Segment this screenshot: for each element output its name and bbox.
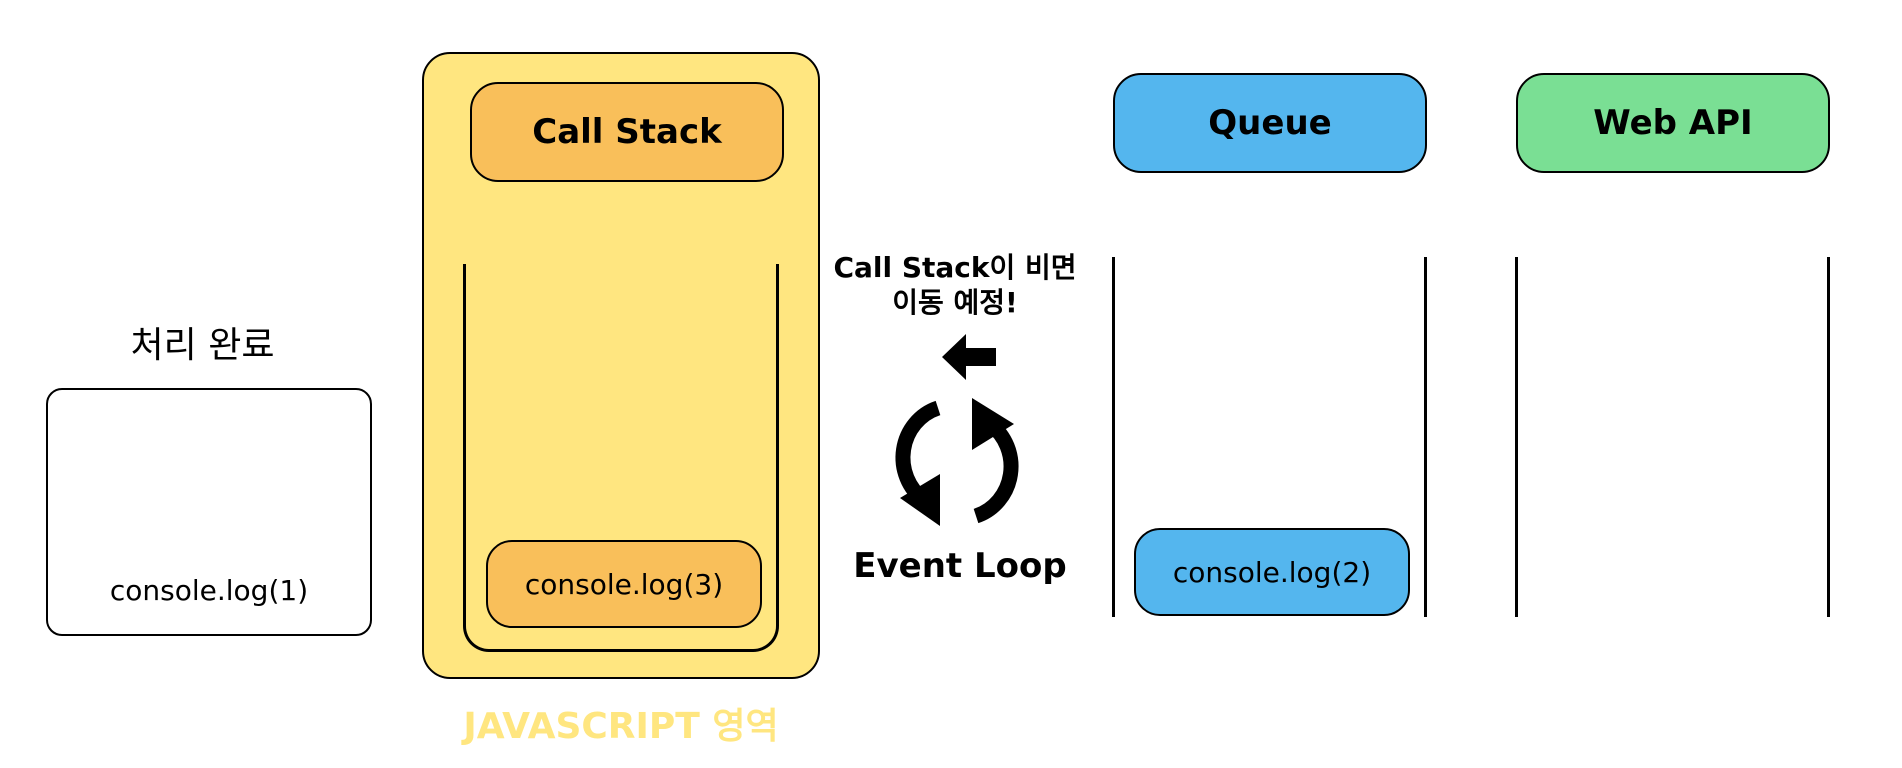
event-loop-label: Event Loop — [853, 546, 1067, 586]
call-stack-container — [463, 264, 779, 652]
arrow-left-icon — [942, 334, 996, 380]
web-api-left-boundary — [1515, 257, 1518, 617]
event-loop-cycle-icon — [895, 398, 1019, 526]
web-api-right-boundary — [1827, 257, 1830, 617]
queue-left-boundary — [1112, 257, 1115, 617]
event-loop-note-line1: Call Stack이 비면 — [833, 251, 1077, 284]
web-api-header: Web API — [1516, 73, 1830, 173]
call-stack-item: console.log(3) — [486, 540, 762, 628]
queue-header: Queue — [1113, 73, 1427, 173]
event-loop-note-line2: 이동 예정! — [892, 286, 1018, 319]
queue-right-boundary — [1424, 257, 1427, 617]
done-box — [46, 388, 372, 636]
done-item: console.log(1) — [109, 574, 309, 607]
done-title: 처리 완료 — [130, 325, 275, 366]
javascript-area-label: JAVASCRIPT 영역 — [463, 706, 779, 747]
queue-item: console.log(2) — [1134, 528, 1410, 616]
call-stack-header: Call Stack — [470, 82, 784, 182]
